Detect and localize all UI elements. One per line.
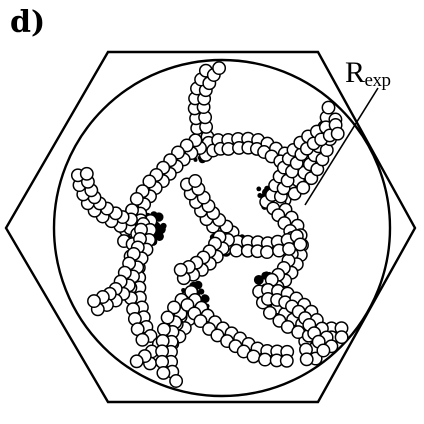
polymer-bead <box>157 367 169 379</box>
polymer-bead <box>301 353 313 365</box>
polymer-bead <box>136 334 148 346</box>
polymer-bead <box>261 246 273 258</box>
radius-label: Rexp <box>345 58 390 88</box>
polymer-bead <box>170 375 182 387</box>
polymer-bead <box>259 353 271 365</box>
polymer-bead <box>213 62 225 74</box>
polymer-bead <box>189 175 201 187</box>
polymer-bead <box>81 168 93 180</box>
polymer-bead <box>131 355 143 367</box>
polymer-bead <box>281 355 293 367</box>
polymer-bead <box>161 311 173 323</box>
polymer-bead <box>88 295 100 307</box>
polymer-bead <box>322 101 334 113</box>
dense-core-dot <box>198 289 204 295</box>
polymer-bead <box>335 331 347 343</box>
polymer-bead <box>175 264 187 276</box>
radius-label-main: R <box>345 56 365 89</box>
polymer-bead <box>317 344 329 356</box>
dense-core-dot <box>156 225 166 235</box>
polymer-bead <box>247 350 259 362</box>
polymer-chains <box>72 62 348 387</box>
polymer-bead <box>332 128 344 140</box>
polymer-bead <box>230 244 242 256</box>
radius-label-subscript: exp <box>365 70 391 91</box>
dense-core-dot <box>254 275 264 285</box>
polymer-bead <box>131 193 143 205</box>
dense-core-dot <box>256 187 261 192</box>
polymer-bead <box>294 238 306 250</box>
polymer-bead <box>158 323 170 335</box>
